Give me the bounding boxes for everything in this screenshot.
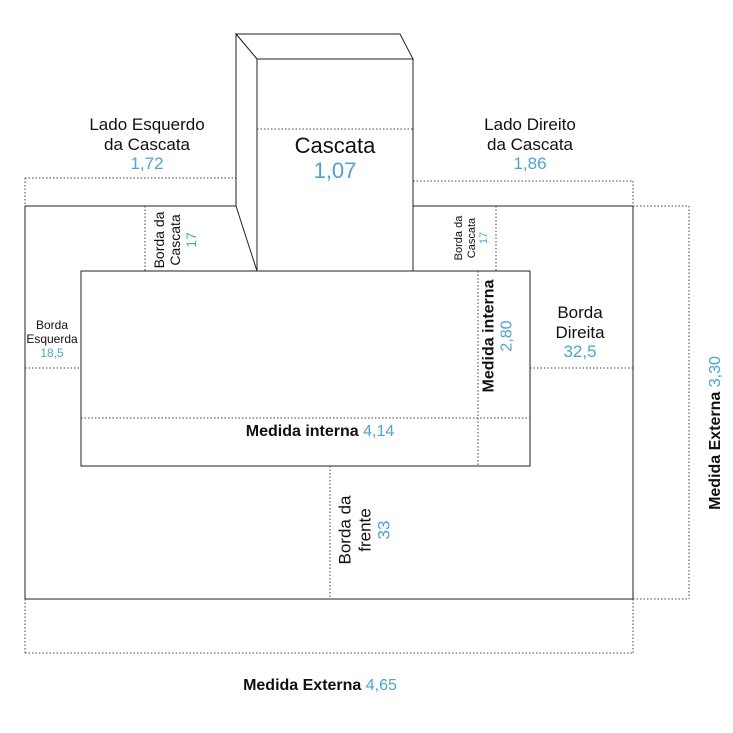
- borda-frente-line1: Borda da: [335, 495, 355, 565]
- medida-interna-horizontal-label: Medida interna: [245, 423, 359, 440]
- right-cascata-value: 1,86: [513, 154, 547, 174]
- borda-direita-line1: Borda: [557, 303, 603, 322]
- cascata-label-group: Cascata 1,07: [275, 133, 395, 184]
- borda-esquerda-line1: Borda: [35, 318, 69, 332]
- cascata-label: Cascata: [294, 133, 376, 158]
- medida-interna-vertical-group: Medida interna 2,80: [481, 280, 518, 393]
- right-cascata-line2: da Cascata: [487, 134, 573, 154]
- borda-cascata-left-group: Borda da Cascata 17: [151, 212, 199, 269]
- borda-cascata-right-value: 17: [478, 231, 491, 245]
- medida-externa-vertical-group: Medida Externa 3,30: [707, 356, 725, 510]
- borda-frente-line2: frente: [355, 508, 375, 552]
- borda-cascata-left-value: 17: [183, 232, 200, 248]
- medida-interna-vertical-label: Medida interna: [480, 279, 498, 393]
- right-cascata-label-group: Lado Direito da Cascata 1,86: [445, 115, 615, 174]
- borda-direita-value: 32,5: [563, 342, 597, 362]
- borda-esquerda-group: Borda Esquerda 18,5: [24, 318, 80, 360]
- medida-interna-horizontal-group: Medida interna 4,14: [180, 423, 460, 441]
- medida-externa-horizontal-group: Medida Externa 4,65: [170, 677, 470, 695]
- borda-cascata-right-group: Borda da Cascata 17: [453, 216, 491, 261]
- medida-externa-vertical-label: Medida Externa: [706, 391, 724, 510]
- right-cascata-line1: Lado Direito: [484, 115, 576, 134]
- borda-cascata-left-line2: Cascata: [166, 214, 183, 266]
- left-cascata-line1: Lado Esquerdo: [89, 115, 205, 134]
- medida-externa-horizontal-value: 4,65: [365, 677, 397, 694]
- borda-frente-value: 33: [374, 520, 394, 540]
- borda-cascata-left-line1: Borda da: [150, 211, 167, 269]
- cascata-box: [234, 32, 414, 272]
- borda-esquerda-value: 18,5: [40, 345, 64, 360]
- dotted-guides: [24, 128, 690, 654]
- borda-cascata-right-line2: Cascata: [465, 217, 478, 259]
- borda-direita-group: Borda Direita 32,5: [540, 303, 620, 362]
- left-cascata-label-group: Lado Esquerdo da Cascata 1,72: [62, 115, 232, 174]
- borda-direita-line2: Direita: [555, 322, 605, 342]
- medida-externa-vertical-value: 3,30: [706, 356, 724, 388]
- borda-esquerda-line2: Esquerda: [26, 331, 78, 346]
- medida-interna-vertical-value: 2,80: [499, 320, 516, 352]
- borda-cascata-right-line1: Borda da: [453, 215, 466, 261]
- borda-frente-group: Borda da frente 33: [336, 496, 395, 565]
- medida-externa-horizontal-label: Medida Externa: [243, 677, 362, 694]
- left-cascata-value: 1,72: [130, 154, 164, 174]
- medida-interna-horizontal-value: 4,14: [363, 423, 395, 440]
- left-cascata-line2: da Cascata: [104, 134, 190, 154]
- cascata-value: 1,07: [313, 158, 357, 184]
